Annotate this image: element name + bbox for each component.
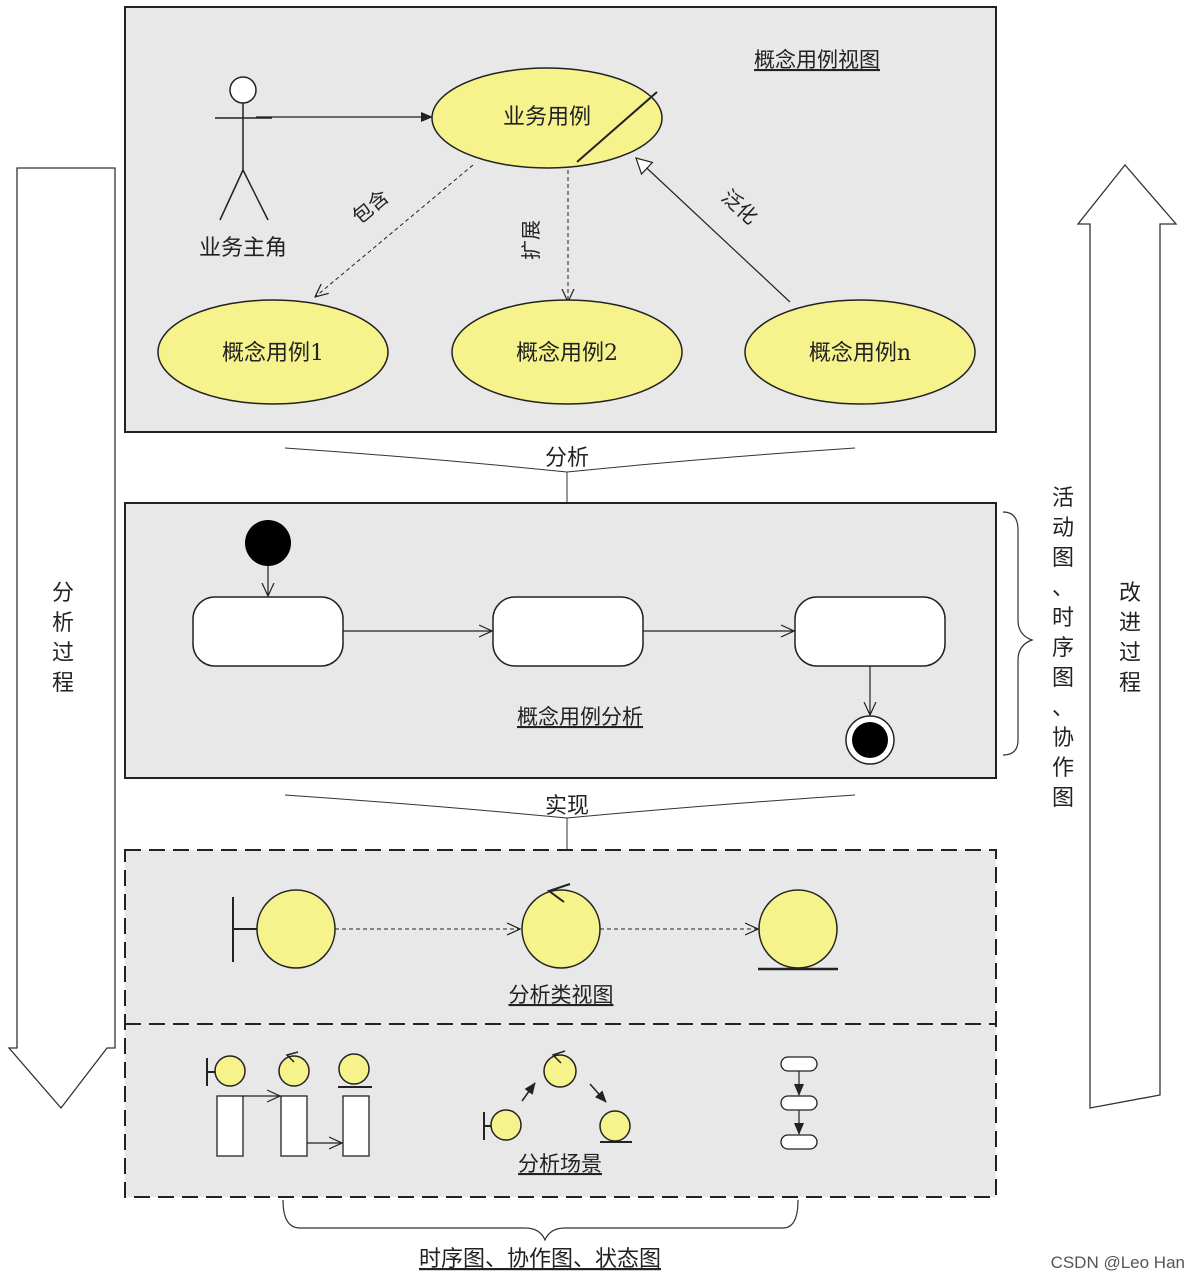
analysis-process-char: 过 (52, 641, 74, 666)
brace-char: 协 (1052, 726, 1074, 751)
generalization-arrow (635, 157, 791, 303)
concept-usecase-n: 概念用例n (744, 299, 976, 405)
class-view-title: 分析类视图 (509, 983, 614, 1007)
brace-char: 作 (1052, 756, 1074, 781)
analysis-connector-label: 分析 (545, 446, 589, 471)
brace-char: 活 (1052, 486, 1074, 511)
mini-sequence-diagram (206, 1051, 372, 1157)
improvement-process-char: 进 (1119, 611, 1141, 636)
analysis-class-panel: 分析类视图 分析场景 (124, 849, 997, 1198)
panel-title: 概念用例视图 (754, 48, 880, 72)
mini-state-diagram (780, 1056, 818, 1150)
analysis-process-char: 程 (52, 671, 74, 696)
activity-node-1 (192, 596, 344, 667)
initial-node (245, 520, 291, 566)
boundary-class (232, 889, 336, 969)
implementation-connector-label: 实现 (545, 794, 589, 819)
business-usecase: 业务用例 (431, 67, 663, 169)
entity-class (758, 889, 838, 971)
bottom-brace (282, 1199, 799, 1242)
brace-char: 图 (1052, 666, 1074, 691)
analysis-connector: 分析 (284, 446, 856, 503)
extend-label: 扩展 (519, 220, 543, 260)
implementation-connector: 实现 (284, 794, 856, 850)
brace-char: 动 (1052, 516, 1074, 541)
activity-node-3 (794, 596, 946, 667)
business-actor (215, 76, 272, 221)
brace-char: 图 (1052, 786, 1074, 811)
concept-usecase-label: 概念用例1 (222, 341, 324, 366)
concept-usecase-label: 概念用例n (809, 341, 911, 366)
mini-collaboration-diagram (483, 1050, 632, 1143)
analysis-process-char: 析 (52, 611, 74, 636)
bottom-brace-label: 时序图、协作图、状态图 (419, 1247, 661, 1272)
panel-title: 概念用例分析 (517, 705, 643, 729)
include-arrow (315, 164, 474, 297)
middle-brace (1002, 511, 1034, 756)
middle-brace-label: 活 动 图 、 时 序 图 、 协 作 图 (1052, 486, 1074, 811)
analysis-process-char: 分 (52, 581, 74, 606)
brace-char: 序 (1052, 636, 1074, 661)
brace-char: 、 (1052, 576, 1074, 601)
improvement-process-arrow: 改 进 过 程 (1076, 163, 1178, 1109)
brace-char: 图 (1052, 546, 1074, 571)
concept-usecase-label: 概念用例2 (516, 341, 618, 366)
business-usecase-label: 业务用例 (503, 105, 591, 130)
actor-label: 业务主角 (199, 236, 287, 261)
concept-usecase-2: 概念用例2 (451, 299, 683, 405)
brace-char: 时 (1052, 606, 1074, 631)
brace-char: 、 (1052, 696, 1074, 721)
activity-node-2 (492, 596, 644, 667)
improvement-process-char: 改 (1119, 581, 1141, 606)
watermark: CSDN @Leo Han (1051, 1253, 1185, 1272)
final-node (845, 715, 895, 765)
improvement-process-char: 过 (1119, 641, 1141, 666)
improvement-process-char: 程 (1119, 671, 1141, 696)
analysis-process-arrow: 分 析 过 程 (7, 167, 116, 1110)
concept-usecase-view-panel: 概念用例视图 业务主角 业务用例 包含 扩展 泛化 概念用 (124, 6, 997, 433)
concept-usecase-1: 概念用例1 (157, 299, 389, 405)
concept-usecase-analysis-panel: 概念用例分析 (124, 502, 997, 779)
scenario-title: 分析场景 (518, 1152, 602, 1176)
